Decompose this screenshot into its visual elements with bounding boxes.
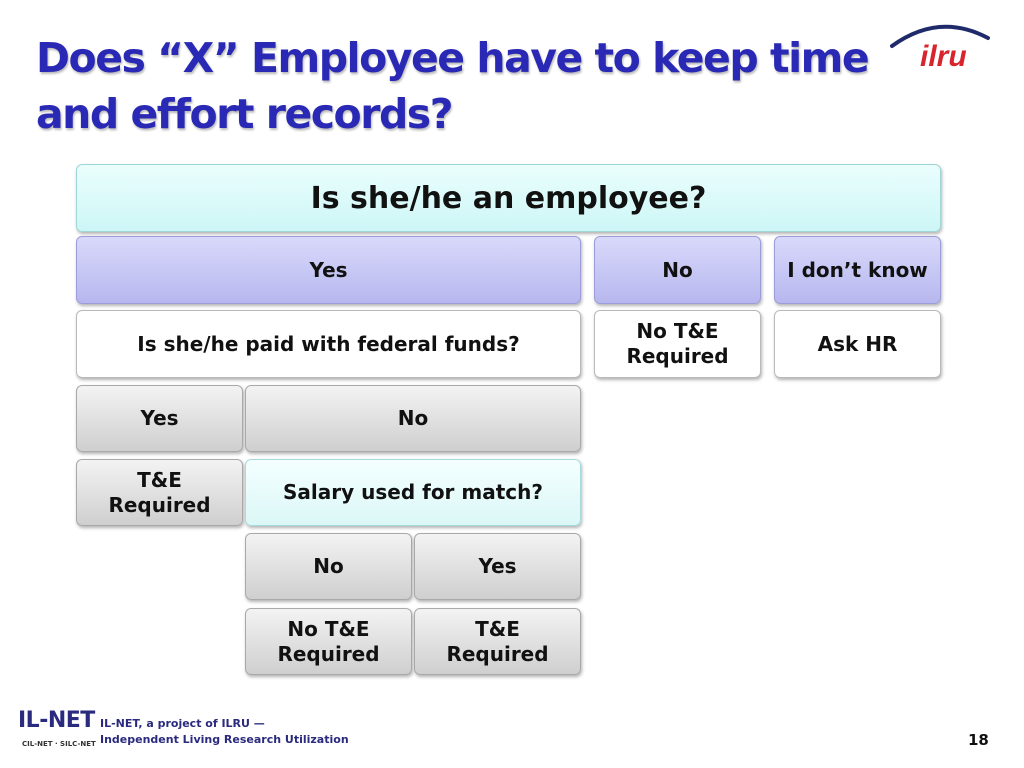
question-federal-funds-label: Is she/he paid with federal funds?	[137, 331, 520, 356]
match-no-label: No	[313, 554, 344, 578]
employee-no-label: No	[662, 257, 693, 282]
match-yes-result-line-1: T&E	[475, 616, 520, 641]
federal-yes-label: Yes	[140, 406, 179, 430]
employee-yes-box: Yes	[76, 236, 581, 304]
match-no-result-line-2: Required	[277, 641, 380, 666]
te-required-box: T&E Required	[76, 459, 243, 526]
match-yes-result-box: T&E Required	[414, 608, 581, 675]
no-te-required-box: No T&E Required	[594, 310, 761, 378]
title-line-1: Does “X” Employee have to keep time	[36, 34, 870, 82]
slide-title: Does “X” Employee have to keep time and …	[36, 30, 876, 142]
te-required-line-1: T&E	[137, 467, 182, 492]
employee-unknown-label: I don’t know	[787, 257, 928, 282]
footer-text: IL-NET, a project of ILRU — Independent …	[100, 716, 349, 748]
ask-hr-label: Ask HR	[817, 331, 898, 356]
match-no-result-box: No T&E Required	[245, 608, 412, 675]
match-yes-label: Yes	[478, 554, 517, 578]
match-no-result-line-1: No T&E	[287, 616, 370, 641]
match-no-box: No	[245, 533, 412, 600]
employee-yes-label: Yes	[309, 257, 348, 282]
federal-no-box: No	[245, 385, 581, 452]
match-yes-box: Yes	[414, 533, 581, 600]
logo-text: ilru	[920, 40, 967, 73]
question-employee-label: Is she/he an employee?	[310, 180, 707, 216]
il-net-sub-brand: CIL-NET · SILC-NET	[22, 740, 96, 748]
question-salary-match-box: Salary used for match?	[245, 459, 581, 526]
question-salary-match-label: Salary used for match?	[283, 480, 543, 504]
title-line-2: and effort records?	[36, 90, 453, 138]
federal-no-label: No	[397, 406, 429, 430]
federal-yes-box: Yes	[76, 385, 243, 452]
footer-line-2: Independent Living Research Utilization	[100, 733, 349, 746]
no-te-line-1: No T&E	[636, 319, 719, 343]
employee-unknown-box: I don’t know	[774, 236, 941, 304]
te-required-line-2: Required	[108, 492, 211, 517]
ilru-logo: ilru	[890, 24, 990, 73]
employee-no-box: No	[594, 236, 761, 304]
il-net-logo: IL-NET	[18, 708, 95, 733]
ask-hr-box: Ask HR	[774, 310, 941, 378]
match-yes-result-line-2: Required	[446, 641, 549, 666]
no-te-line-2: Required	[626, 344, 729, 368]
question-employee-box: Is she/he an employee?	[76, 164, 941, 232]
question-federal-funds-box: Is she/he paid with federal funds?	[76, 310, 581, 378]
footer-line-1: IL-NET, a project of ILRU —	[100, 717, 265, 730]
page-number: 18	[968, 731, 989, 749]
